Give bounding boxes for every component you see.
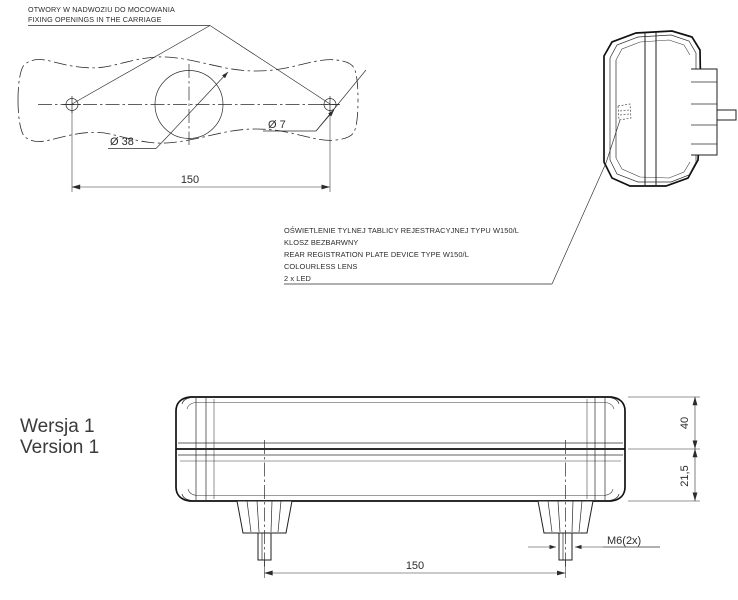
fixing-hole-leaders bbox=[71, 25, 331, 105]
right-boss-rib-4 bbox=[578, 500, 583, 533]
right-boss-rib-2 bbox=[557, 500, 561, 533]
right-boss-rib-3 bbox=[571, 500, 574, 533]
version-label-polish: Wersja 1 bbox=[20, 416, 95, 437]
side-view-leader-upper bbox=[605, 119, 621, 164]
left-boss-rib-2 bbox=[256, 500, 260, 533]
diameter-38-label: Ø 38 bbox=[110, 136, 134, 148]
d38-leader bbox=[167, 71, 229, 137]
bottom-top-band bbox=[181, 397, 620, 405]
heading-line-english: FIXING OPENINGS IN THE CARRIAGE bbox=[28, 15, 162, 24]
left-mounting-boss bbox=[236, 440, 293, 568]
left-boss-rib-3 bbox=[270, 500, 273, 533]
leader-to-right-hole bbox=[209, 25, 331, 105]
description-line-4: COLOURLESS LENS bbox=[284, 262, 357, 271]
d38-elbow bbox=[155, 135, 169, 149]
version-label-group: Wersja 1 Version 1 bbox=[20, 416, 99, 458]
right-stud bbox=[558, 532, 573, 561]
big-opening-group bbox=[154, 64, 224, 145]
stud-spacing-dimension: 150 bbox=[264, 560, 566, 578]
panel-bottom-break bbox=[17, 99, 359, 144]
side-lens-inner-bottom bbox=[609, 159, 697, 183]
bottom-bottom-band-2 bbox=[187, 488, 614, 496]
side-cable-stub bbox=[716, 109, 737, 121]
top-view-heading: OTWORY W NADWOZIU DO MOCOWANIA FIXING OP… bbox=[28, 5, 210, 26]
side-view-leader-mid bbox=[551, 162, 607, 285]
dim215-label: 21,5 bbox=[679, 465, 691, 486]
carriage-panel-outline bbox=[17, 56, 359, 144]
body-height-dimension: 40 bbox=[628, 396, 700, 450]
stud-length-dimension: 21,5 bbox=[628, 448, 700, 502]
left-stud bbox=[257, 532, 272, 561]
panel-top-break bbox=[17, 56, 359, 101]
side-lens-inner-top2 bbox=[615, 39, 691, 61]
top-view-group: OTWORY W NADWOZIU DO MOCOWANIA FIXING OP… bbox=[17, 5, 367, 192]
diameter-38-callout: Ø 38 bbox=[108, 71, 229, 149]
thread-callout: M6(2x) bbox=[528, 535, 660, 550]
side-lens-inner-top bbox=[609, 34, 697, 59]
bottom-view-group: Wersja 1 Version 1 bbox=[20, 396, 700, 578]
m6-label: M6(2x) bbox=[607, 535, 641, 547]
d7-leader-arrow bbox=[315, 109, 335, 132]
description-line-5: 2 x LED bbox=[284, 274, 311, 283]
right-mounting-boss bbox=[537, 440, 594, 568]
leader-to-left-hole bbox=[71, 25, 211, 105]
dim40-label: 40 bbox=[679, 417, 691, 429]
left-boss-rib-1 bbox=[246, 500, 252, 533]
left-boss-rib-4 bbox=[277, 500, 282, 533]
detail-marker-box bbox=[617, 103, 632, 121]
description-line-1: OŚWIETLENIE TYLNEJ TABLICY REJESTRACYJNE… bbox=[284, 226, 519, 235]
detail-marker-line-2 bbox=[619, 113, 630, 116]
heading-line-polish: OTWORY W NADWOZIU DO MOCOWANIA bbox=[28, 5, 175, 14]
right-boss-rib-1 bbox=[547, 500, 553, 533]
side-lens-inner-bottom2 bbox=[615, 157, 691, 179]
lens-detail-marker bbox=[617, 103, 632, 121]
diameter-7-callout: Ø 7 bbox=[263, 69, 367, 132]
diameter-7-label: Ø 7 bbox=[268, 119, 286, 131]
description-block: OŚWIETLENIE TYLNEJ TABLICY REJESTRACYJNE… bbox=[284, 226, 519, 283]
bottom-bottom-band bbox=[181, 493, 620, 501]
dim150-label: 150 bbox=[406, 560, 424, 572]
top-150-dimension: 150 bbox=[71, 110, 331, 192]
description-line-2: KLOSZ BEZBARWNY bbox=[284, 238, 358, 247]
version-label-english: Version 1 bbox=[20, 437, 99, 458]
bottom-top-band-2 bbox=[186, 402, 615, 410]
detail-marker-line-1 bbox=[619, 109, 630, 112]
top-150-label: 150 bbox=[181, 174, 199, 186]
description-line-3: REAR REGISTRATION PLATE DEVICE TYPE W150… bbox=[284, 250, 469, 259]
side-view-group bbox=[284, 30, 737, 285]
